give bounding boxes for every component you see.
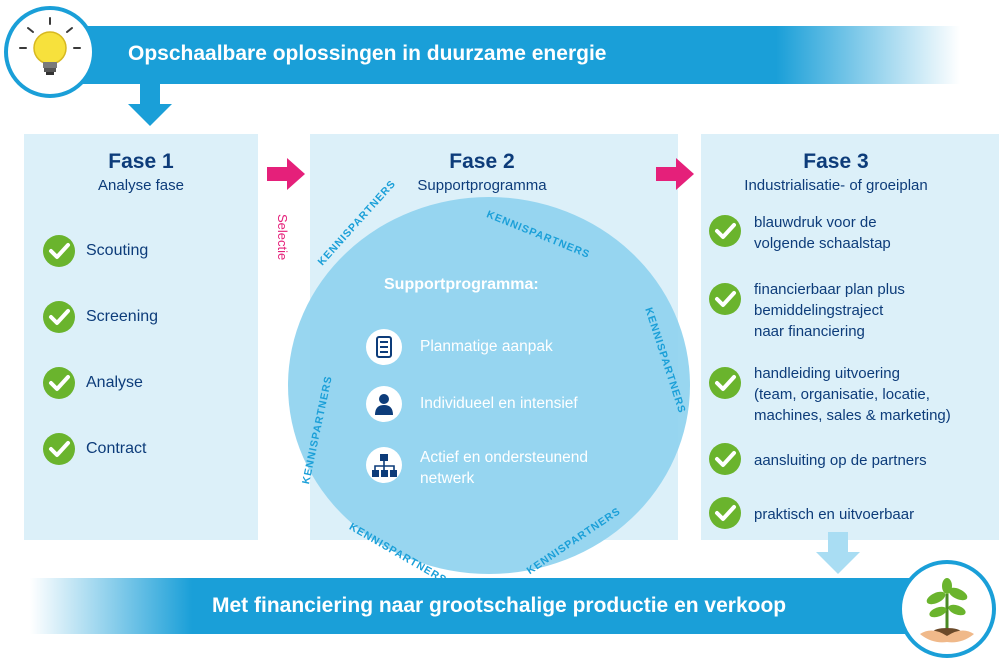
- support-item-label: Individueel en intensief: [420, 395, 578, 412]
- support-item-label: Actief en ondersteunend: [420, 449, 589, 466]
- bulb-badge: [4, 6, 96, 98]
- support-title: Supportprogramma:: [384, 276, 539, 293]
- check-circle-icon: [43, 367, 75, 399]
- support-item-label-2: netwerk: [420, 470, 475, 487]
- plant-badge: [898, 560, 996, 658]
- phase1-item-label: Scouting: [86, 242, 149, 259]
- header-title: Opschaalbare oplossingen in duurzame ene…: [128, 42, 607, 65]
- check-circle-icon: [709, 215, 741, 247]
- phase3-item-line: aansluiting op de partners: [754, 452, 927, 469]
- phase3-title: Fase 3: [803, 150, 869, 173]
- phase2-title: Fase 2: [449, 150, 515, 173]
- lightbulb-icon: [19, 17, 81, 75]
- list-item: [42, 432, 76, 471]
- right-arrow-icon: [267, 158, 305, 190]
- phase3-subtitle: Industrialisatie- of groeiplan: [744, 177, 928, 194]
- phase3-item-line: blauwdruk voor de: [754, 214, 877, 231]
- check-circle-icon: [709, 443, 741, 475]
- selection-label-wrap: Selectie: [274, 214, 294, 284]
- check-circle-icon: [709, 497, 741, 529]
- phase3-item-line: naar financiering: [754, 323, 865, 340]
- phase1-item-label: Screening: [86, 308, 159, 325]
- list-item: [708, 496, 742, 535]
- list-item: [708, 214, 742, 253]
- check-circle-icon: [709, 367, 741, 399]
- phase1-subtitle: Analyse fase: [98, 177, 184, 194]
- phase3-panel: [701, 134, 999, 540]
- list-item: [42, 234, 76, 273]
- network-icon: [366, 447, 402, 483]
- list-item: [708, 282, 742, 321]
- list-item: [708, 366, 742, 405]
- footer-title: Met financiering naar grootschalige prod…: [212, 594, 787, 617]
- support-item-label: Planmatige aanpak: [420, 338, 553, 355]
- phase1-item-label: Analyse: [86, 374, 143, 391]
- phase3-item-line: bemiddelingstraject: [754, 302, 884, 319]
- right-arrow-icon: [656, 158, 694, 190]
- checklist-icon: [366, 329, 402, 365]
- phase3-item-line: praktisch en uitvoerbaar: [754, 506, 915, 523]
- phase2-subtitle: Supportprogramma: [417, 177, 547, 194]
- phase1-item-label: Contract: [86, 440, 147, 457]
- person-icon: [366, 386, 402, 422]
- plant-in-hand-icon: [920, 578, 974, 643]
- support-circle: [288, 197, 690, 574]
- list-item: [708, 442, 742, 481]
- phase1-panel: [24, 134, 258, 540]
- header-banner: [40, 26, 960, 84]
- footer-banner: [30, 578, 930, 634]
- phase3-item-line: (team, organisatie, locatie,: [754, 386, 930, 403]
- list-item: [42, 300, 76, 339]
- phase3-item-line: handleiding uitvoering: [754, 365, 900, 382]
- check-circle-icon: [43, 301, 75, 333]
- check-circle-icon: [43, 433, 75, 465]
- check-circle-icon: [709, 283, 741, 315]
- phase3-item-line: volgende schaalstap: [754, 235, 891, 252]
- list-item: [42, 366, 76, 405]
- phase1-title: Fase 1: [108, 150, 174, 173]
- phase3-item-line: financierbaar plan plus: [754, 281, 905, 298]
- phase3-item-line: machines, sales & marketing): [754, 407, 951, 424]
- check-circle-icon: [43, 235, 75, 267]
- selection-label: Selectie: [275, 214, 290, 261]
- down-arrow-icon: [128, 84, 172, 126]
- down-arrow-icon: [816, 532, 860, 574]
